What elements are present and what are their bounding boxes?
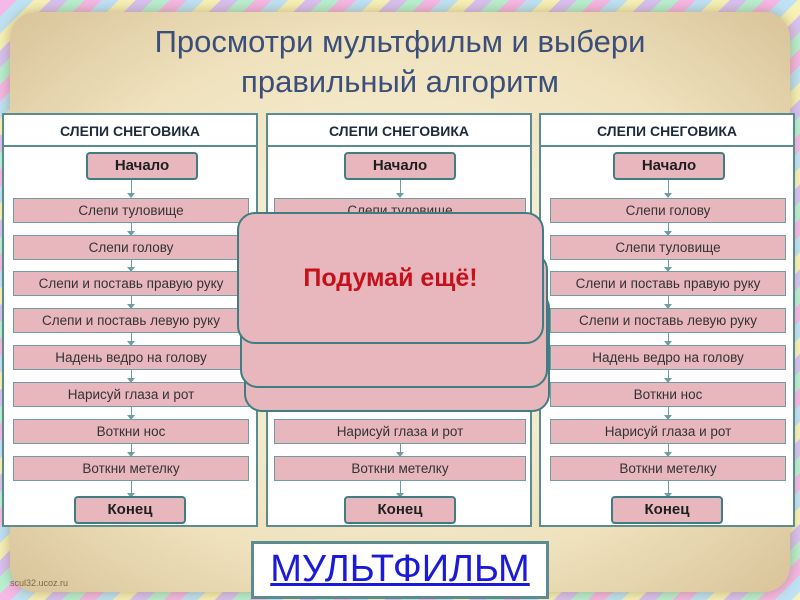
end-node: Конец [611, 496, 723, 524]
flow-arrow [664, 296, 672, 309]
start-node: Начало [86, 152, 198, 180]
flow-arrow [664, 223, 672, 236]
start-node: Начало [613, 152, 725, 180]
step-3: Слепи и поставь правую руку [550, 271, 786, 296]
flow-arrow [127, 296, 135, 309]
step-8: Воткни метелку [274, 456, 526, 481]
flow-arrow [127, 481, 135, 498]
step-7: Нарисуй глаза и рот [274, 419, 526, 444]
flow-arrow [664, 370, 672, 383]
column-heading: СЛЕПИ СНЕГОВИКА [541, 115, 793, 147]
step-5: Надень ведро на голову [550, 345, 786, 370]
step-7: Воткни нос [13, 419, 249, 444]
step-7: Нарисуй глаза и рот [550, 419, 786, 444]
end-node: Конец [344, 496, 456, 524]
flow-arrow [127, 444, 135, 457]
feedback-message: Подумай ещё! [303, 263, 478, 292]
flow-arrow [664, 407, 672, 420]
cartoon-button[interactable]: МУЛЬТФИЛЬМ [251, 541, 549, 599]
step-4: Слепи и поставь левую руку [13, 308, 249, 333]
flow-arrow [127, 333, 135, 346]
flow-arrow [127, 260, 135, 272]
flow-arrow [664, 260, 672, 272]
flow-arrow [127, 407, 135, 420]
title-line-2: правильный алгоритм [241, 64, 559, 99]
algorithm-option-1[interactable]: СЛЕПИ СНЕГОВИКА Начало Слепи туловище Сл… [2, 113, 258, 527]
start-node: Начало [344, 152, 456, 180]
flow-arrow [664, 333, 672, 346]
flow-arrow [127, 370, 135, 383]
step-6: Нарисуй глаза и рот [13, 382, 249, 407]
step-8: Воткни метелку [550, 456, 786, 481]
step-1: Слепи туловище [13, 198, 249, 223]
step-6: Воткни нос [550, 382, 786, 407]
flow-arrow [127, 223, 135, 236]
flow-arrow [396, 180, 404, 198]
step-8: Воткни метелку [13, 456, 249, 481]
column-heading: СЛЕПИ СНЕГОВИКА [268, 115, 530, 147]
step-2: Слепи туловище [550, 235, 786, 260]
step-1: Слепи голову [550, 198, 786, 223]
flow-arrow [127, 180, 135, 198]
flow-arrow [664, 481, 672, 498]
column-heading: СЛЕПИ СНЕГОВИКА [4, 115, 256, 147]
feedback-popup[interactable]: Подумай ещё! [237, 212, 544, 344]
step-2: Слепи голову [13, 235, 249, 260]
site-watermark: scul32.ucoz.ru [10, 578, 69, 588]
step-5: Надень ведро на голову [13, 345, 249, 370]
title-line-1: Просмотри мультфильм и выбери [154, 24, 646, 59]
flow-arrow [396, 444, 404, 457]
flow-arrow [396, 481, 404, 498]
page-title: Просмотри мультфильм и выбери правильный… [0, 22, 800, 102]
end-node: Конец [74, 496, 186, 524]
flow-arrow [664, 180, 672, 198]
flow-arrow [664, 444, 672, 457]
algorithm-option-3[interactable]: СЛЕПИ СНЕГОВИКА Начало Слепи голову Слеп… [539, 113, 795, 527]
step-3: Слепи и поставь правую руку [13, 271, 249, 296]
step-4: Слепи и поставь левую руку [550, 308, 786, 333]
